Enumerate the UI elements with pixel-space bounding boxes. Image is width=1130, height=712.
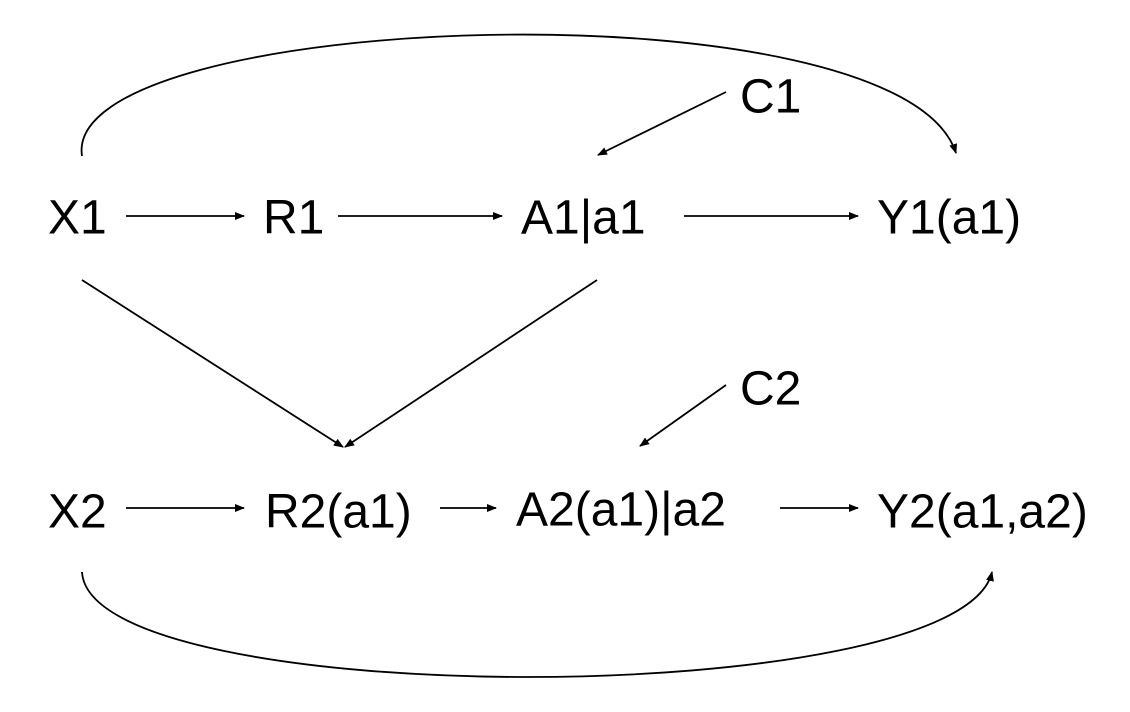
node-r2: R2(a1) [265,486,412,539]
edge-x1-y1-curve [81,33,957,157]
node-c2: C2 [740,363,801,416]
node-a2: A2(a1)|a2 [516,484,726,537]
edge-c1-a1 [597,91,727,156]
node-x1: X1 [48,192,107,245]
node-r1: R1 [263,192,324,245]
node-x2: X2 [48,486,107,539]
node-y2: Y2(a1,a2) [877,486,1088,539]
node-c1: C1 [740,71,801,124]
edge-x1-r2 [81,279,344,448]
node-a1: A1|a1 [521,192,646,245]
edge-x2-y2-curve [81,571,994,678]
node-y1: Y1(a1) [877,192,1021,245]
edge-c2-a2 [639,384,727,447]
edge-a1-r2 [344,279,598,448]
